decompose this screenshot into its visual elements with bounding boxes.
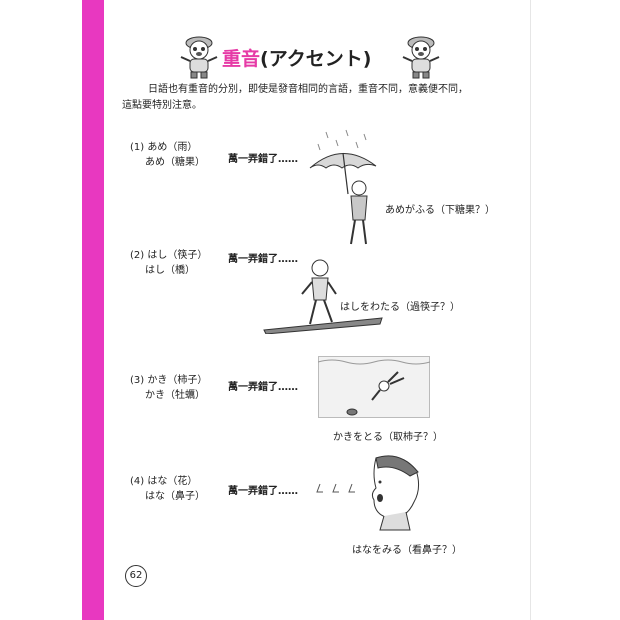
intro-line-2: 這點要特別注意。: [122, 100, 202, 111]
entry-word-1: (4) はな（花）: [130, 476, 198, 487]
entry-word-1: (3) かき（柿子）: [130, 375, 208, 386]
accent-entry-2: (2) はし（筷子） はし（橋）: [130, 248, 207, 278]
example-caption: かきをとる（取柿子？）: [333, 432, 443, 443]
accent-entry-4: (4) はな（花） はな（鼻子）: [130, 474, 205, 504]
accent-entry-1: (1) あめ（雨） あめ（糖果）: [130, 140, 205, 170]
intro-paragraph: 日語也有重音的分別，即使是發音相同的言語，重音不同，意義便不同， 這點要特別注意…: [122, 82, 492, 114]
boy-face-noses-icon: [316, 455, 420, 531]
pink-side-bar: [82, 0, 104, 620]
example-caption: はしをわたる（過筷子？）: [340, 302, 460, 313]
entry-word-2: はな（鼻子）: [145, 491, 205, 502]
entry-word-1: (1) あめ（雨）: [130, 142, 198, 153]
mistake-phrase: 萬一弄錯了……: [228, 154, 298, 165]
title-main: 重音: [222, 48, 261, 70]
example-caption: あめがふる（下糖果？）: [385, 205, 495, 216]
boy-on-chopstick-icon: [263, 259, 383, 334]
mascot-icon: [402, 36, 440, 79]
intro-line-1: 日語也有重音的分別，即使是發音相同的言語，重音不同，意義便不同，: [148, 84, 468, 95]
entry-word-2: あめ（糖果）: [145, 157, 205, 168]
accent-entry-3: (3) かき（柿子） かき（牡蠣）: [130, 373, 207, 403]
example-caption: はなをみる（看鼻子？）: [352, 545, 462, 556]
mistake-phrase: 萬一弄錯了……: [228, 254, 298, 265]
mascot-icon: [180, 36, 218, 79]
entry-word-2: はし（橋）: [145, 265, 195, 276]
entry-word-1: (2) はし（筷子）: [130, 250, 208, 261]
diver-icon: [318, 356, 430, 418]
mistake-phrase: 萬一弄錯了……: [228, 382, 298, 393]
entry-word-2: かき（牡蠣）: [145, 390, 205, 401]
title-sub: (アクセント): [260, 48, 372, 70]
page-edge-line: [530, 0, 531, 620]
mistake-phrase: 萬一弄錯了……: [228, 486, 298, 497]
umbrella-rain-icon: [309, 129, 377, 245]
page-number: 62: [125, 565, 147, 587]
page-title: 重音(アクセント): [222, 44, 371, 71]
